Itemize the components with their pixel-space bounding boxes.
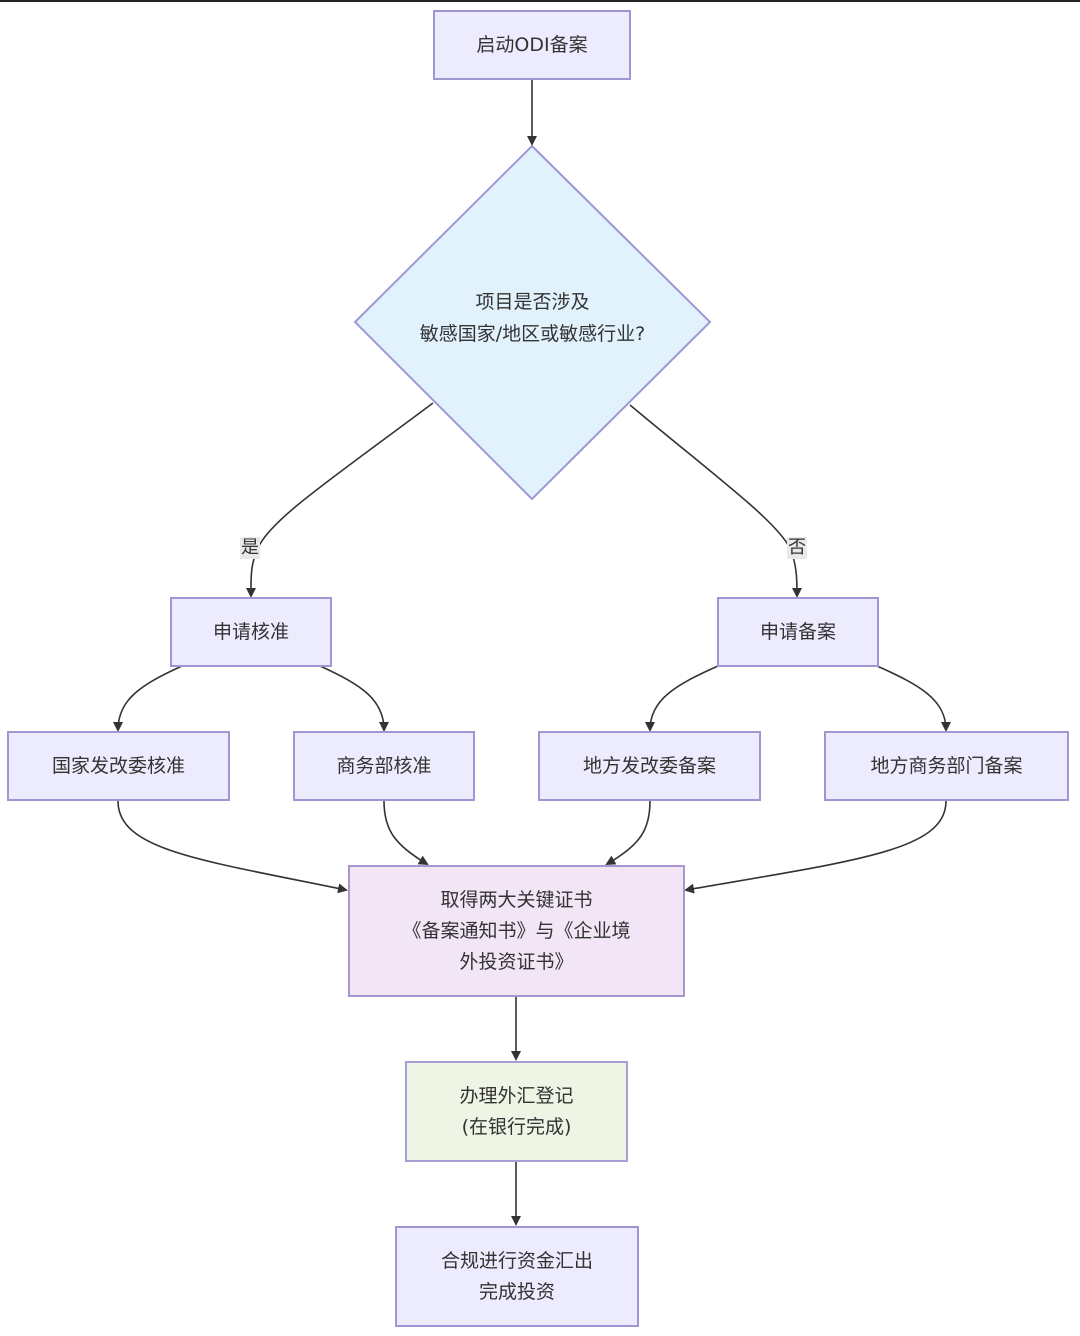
edge-label-yes: 是 — [240, 537, 260, 559]
node-obtain-certificates-label: 取得两大关键证书 《备案通知书》与《企业境 外投资证书》 — [402, 888, 631, 973]
decision-label: 项目是否涉及 敏感国家/地区或敏感行业? — [419, 291, 646, 345]
edge-label-no: 否 — [787, 537, 807, 559]
edge-approval-to-ndrc — [113, 665, 183, 732]
node-apply-filing: 申请备案 — [717, 597, 879, 667]
node-mofcom-approval-label: 商务部核准 — [336, 754, 432, 777]
node-remittance-complete: 合规进行资金汇出 完成投资 — [395, 1226, 639, 1327]
node-start-label: 启动ODI备案 — [476, 33, 588, 56]
node-apply-approval-label: 申请核准 — [212, 620, 289, 643]
edge-filing-to-local-commerce — [876, 665, 951, 732]
edge-filing-to-local-ndrc — [645, 665, 719, 732]
node-obtain-certificates: 取得两大关键证书 《备案通知书》与《企业境 外投资证书》 — [348, 865, 685, 997]
node-forex-registration-label: 办理外汇登记 (在银行完成) — [459, 1084, 574, 1138]
node-local-ndrc-filing: 地方发改委备案 — [538, 731, 761, 801]
edge-mofcom-to-certificates — [383, 800, 429, 866]
node-apply-approval: 申请核准 — [170, 597, 332, 667]
edge-local-commerce-to-certificates — [684, 800, 947, 894]
node-local-commerce-filing: 地方商务部门备案 — [824, 731, 1069, 801]
node-forex-registration: 办理外汇登记 (在银行完成) — [405, 1061, 628, 1162]
edge-decision-to-approval — [245, 402, 434, 598]
node-ndrc-approval-label: 国家发改委核准 — [51, 754, 185, 777]
decision-diamond — [353, 144, 712, 501]
node-local-ndrc-filing-label: 地方发改委备案 — [582, 754, 716, 777]
node-ndrc-approval: 国家发改委核准 — [7, 731, 230, 801]
edge-approval-to-mofcom — [319, 665, 389, 732]
node-mofcom-approval: 商务部核准 — [293, 731, 475, 801]
top-border-line — [0, 0, 1080, 2]
node-remittance-label: 合规进行资金汇出 完成投资 — [440, 1249, 593, 1303]
node-apply-filing-label: 申请备案 — [759, 620, 836, 643]
node-start-odi-filing: 启动ODI备案 — [433, 10, 631, 80]
edge-decision-to-filing — [629, 404, 802, 598]
edge-ndrc-to-certificates — [117, 800, 348, 894]
edge-local-ndrc-to-certificates — [605, 800, 651, 865]
node-local-commerce-filing-label: 地方商务部门备案 — [870, 754, 1023, 777]
